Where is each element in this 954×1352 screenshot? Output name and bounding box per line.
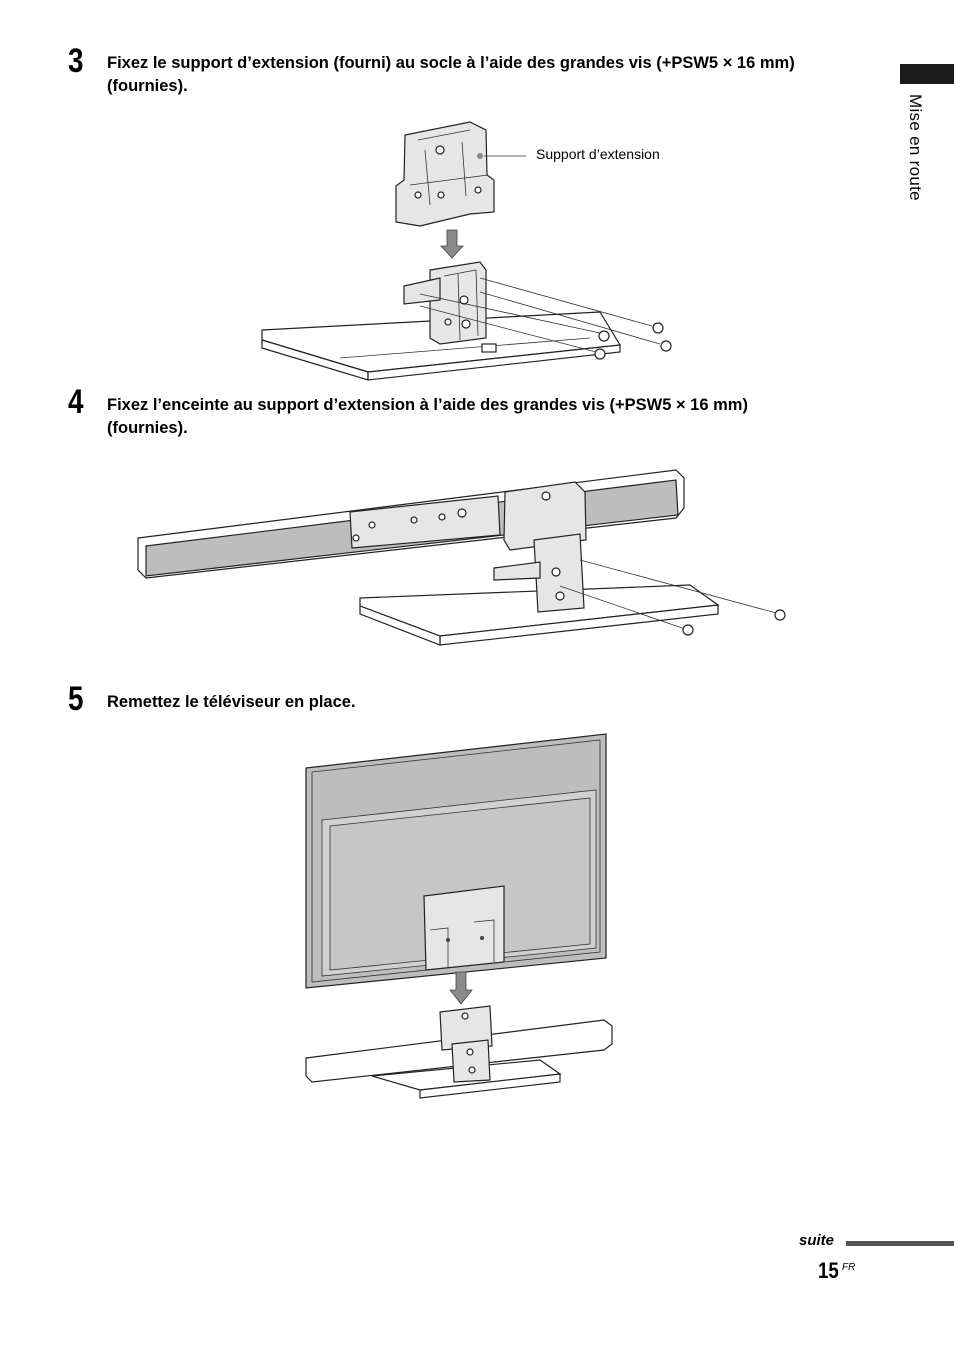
page-number: 15 <box>818 1258 839 1283</box>
screw-icon <box>774 609 786 621</box>
continued-bar <box>846 1241 954 1246</box>
continued-label: suite <box>799 1232 835 1249</box>
section-tab <box>900 64 954 84</box>
screw-icon <box>652 322 664 334</box>
stand-neck-drawing <box>403 261 487 345</box>
step-5-illustration <box>305 733 613 1099</box>
step-5-text: Remettez le téléviseur en place. <box>107 691 867 714</box>
stand-assembly-drawing <box>359 481 786 646</box>
screw-icon <box>682 624 694 636</box>
section-label-text: Mise en route <box>906 94 925 201</box>
page-number-suffix: FR <box>842 1262 856 1273</box>
screw-icon <box>598 330 610 342</box>
step-3-number: 3 <box>68 42 84 80</box>
step-3-text: Fixez le support d’extension (fourni) au… <box>107 52 867 98</box>
assembled-stand-drawing <box>305 1005 613 1099</box>
step-4-text: Fixez l’enceinte au support d’extension … <box>107 394 867 440</box>
down-arrow-icon <box>449 971 473 1005</box>
step-4-line2: (fournies). <box>107 419 188 437</box>
step-5-line1: Remettez le téléviseur en place. <box>107 693 356 711</box>
extension-bracket-drawing <box>395 121 495 227</box>
step-3-illustration <box>261 121 672 381</box>
down-arrow-icon <box>440 229 464 259</box>
screw-guides <box>419 277 672 360</box>
section-label: Mise en route <box>905 94 935 244</box>
screw-icon <box>660 340 672 352</box>
step-3-line2: (fournies). <box>107 77 188 95</box>
step-4-illustration <box>137 469 786 646</box>
step-5-number: 5 <box>68 680 84 718</box>
step-4-number: 4 <box>68 383 84 421</box>
screw-icon <box>594 348 606 360</box>
step-4-line1: Fixez l’enceinte au support d’extension … <box>107 396 748 414</box>
step-3-line1: Fixez le support d’extension (fourni) au… <box>107 54 795 72</box>
tv-back-drawing <box>305 733 607 989</box>
extension-callout-label: Support d’extension <box>536 146 660 162</box>
